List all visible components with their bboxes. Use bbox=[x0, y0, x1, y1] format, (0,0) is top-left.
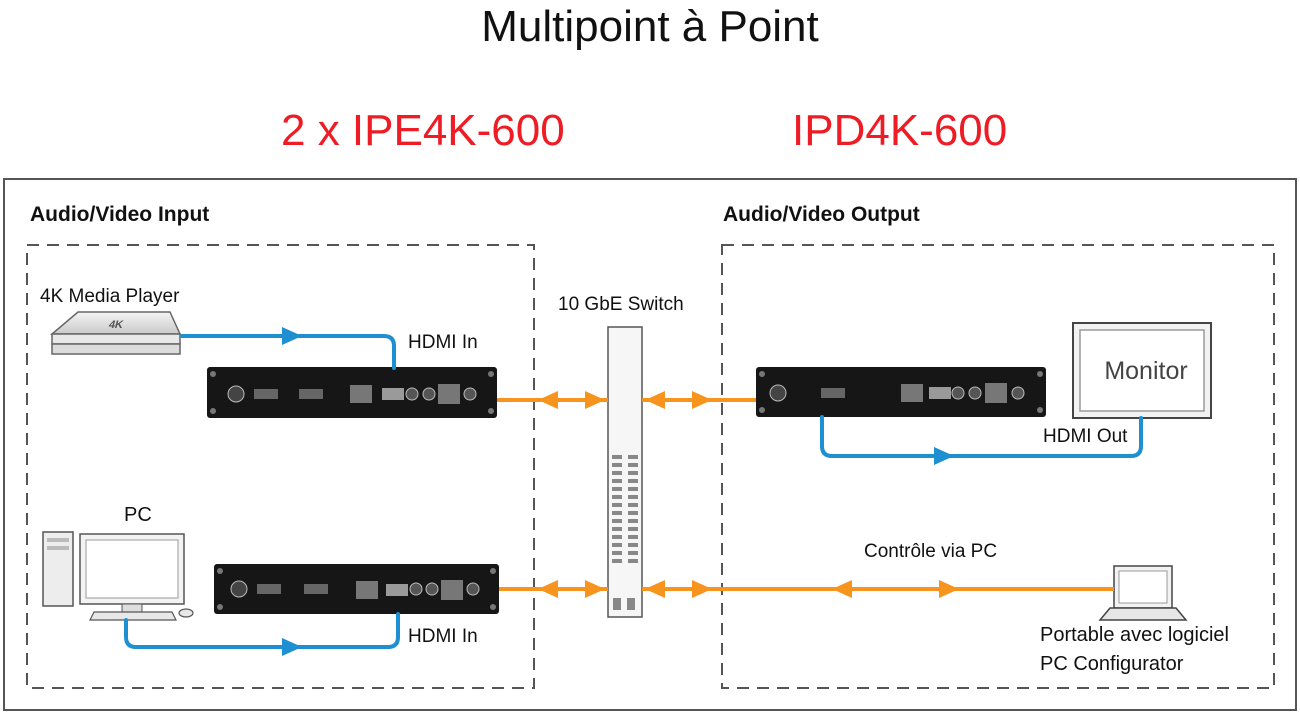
pc-icon bbox=[42, 531, 194, 621]
receiver-heading: IPD4K-600 bbox=[792, 106, 1008, 155]
media-player-label: 4K Media Player bbox=[40, 286, 180, 307]
decoder bbox=[756, 367, 1046, 417]
monitor-label: Monitor bbox=[1104, 357, 1188, 385]
laptop-label-line1: Portable avec logiciel bbox=[1040, 624, 1229, 646]
monitor-icon bbox=[1072, 322, 1212, 419]
laptop-icon bbox=[1098, 565, 1188, 621]
hdmi-line-top bbox=[180, 334, 396, 370]
control-label: Contrôle via PC bbox=[864, 541, 998, 562]
switch-icon bbox=[607, 326, 643, 618]
hdmi-out-label: HDMI Out bbox=[1043, 426, 1128, 447]
input-section-label: Audio/Video Input bbox=[30, 203, 210, 226]
encoder-bottom bbox=[214, 564, 499, 614]
hdmi-line-out bbox=[820, 415, 1143, 458]
encoder-top bbox=[207, 367, 497, 418]
transmitter-heading: 2 x IPE4K-600 bbox=[281, 106, 565, 155]
hdmi-in-label-top: HDMI In bbox=[408, 332, 478, 353]
input-section-box bbox=[26, 244, 535, 689]
output-section-label: Audio/Video Output bbox=[723, 203, 920, 226]
laptop-label-line2: PC Configurator bbox=[1040, 653, 1184, 675]
diagram-title: Multipoint à Point bbox=[481, 2, 819, 51]
switch-label: 10 GbE Switch bbox=[558, 294, 684, 315]
output-section-box bbox=[721, 244, 1275, 689]
media-player-badge: 4K bbox=[107, 319, 124, 331]
hdmi-line-bottom bbox=[124, 612, 400, 649]
pc-label: PC bbox=[124, 504, 152, 526]
outer-frame bbox=[3, 178, 1297, 711]
media-player-icon bbox=[49, 311, 182, 355]
hdmi-in-label-bottom: HDMI In bbox=[408, 626, 478, 647]
